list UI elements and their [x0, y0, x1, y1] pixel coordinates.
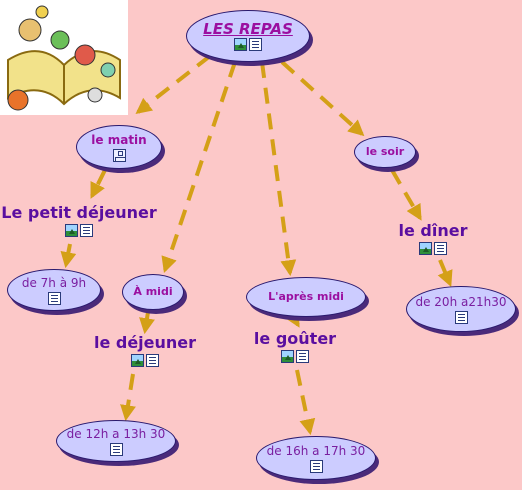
- hours-node-soir[interactable]: de 20h a21h30: [406, 286, 516, 332]
- document-icon[interactable]: [146, 354, 159, 367]
- hours-node-midi[interactable]: de 12h a 13h 30: [56, 420, 176, 462]
- illustration-picture: [0, 0, 128, 115]
- arrow-root-apresmidi: [260, 61, 297, 277]
- document-icon[interactable]: [454, 310, 468, 324]
- hours-node-apres-midi[interactable]: de 16h a 17h 30: [256, 436, 376, 480]
- arrow-root-soir: [280, 60, 365, 137]
- document-icon[interactable]: [309, 459, 323, 473]
- node-apres-midi[interactable]: L'après midi: [246, 277, 366, 317]
- image-icon[interactable]: [131, 354, 144, 367]
- node-matin[interactable]: le matin: [76, 125, 162, 169]
- document-icon[interactable]: [434, 242, 447, 255]
- label-diner: le dîner: [394, 222, 472, 255]
- arrow-gouter-hours: [295, 369, 316, 436]
- image-icon[interactable]: [65, 224, 78, 237]
- arrow-soir-diner: [390, 168, 422, 221]
- arrow-diner-hours: [437, 259, 453, 287]
- label-gouter: le goûter: [250, 330, 340, 363]
- arrow-root-matin: [135, 54, 212, 114]
- arrow-midi-dejeuner: [139, 311, 155, 335]
- document-icon[interactable]: [109, 442, 123, 456]
- arrow-petitdej-hours: [60, 243, 77, 269]
- document-icon[interactable]: [249, 37, 262, 51]
- arrow-root-midi: [161, 61, 237, 274]
- document-icon[interactable]: [296, 350, 309, 363]
- image-icon[interactable]: [419, 242, 432, 255]
- label-dejeuner: le déjeuner: [90, 334, 200, 367]
- document-icon[interactable]: [47, 291, 61, 305]
- arrow-dejeuner-hours: [120, 373, 136, 422]
- image-icon[interactable]: [281, 350, 294, 363]
- document-icon[interactable]: [80, 224, 93, 237]
- image-icon[interactable]: [234, 37, 247, 51]
- hours-node-matin[interactable]: de 7h à 9h: [7, 269, 101, 311]
- root-node[interactable]: LES REPAS: [186, 10, 310, 62]
- concept-map-icon[interactable]: [112, 148, 126, 162]
- node-soir[interactable]: le soir: [354, 136, 416, 168]
- arrow-apresmidi-gouter: [284, 309, 300, 328]
- arrow-matin-petitdej: [90, 169, 107, 199]
- label-petit-dejeuner: Le petit déjeuner: [0, 204, 158, 237]
- node-midi[interactable]: À midi: [122, 274, 184, 310]
- root-title: LES REPAS: [203, 19, 293, 38]
